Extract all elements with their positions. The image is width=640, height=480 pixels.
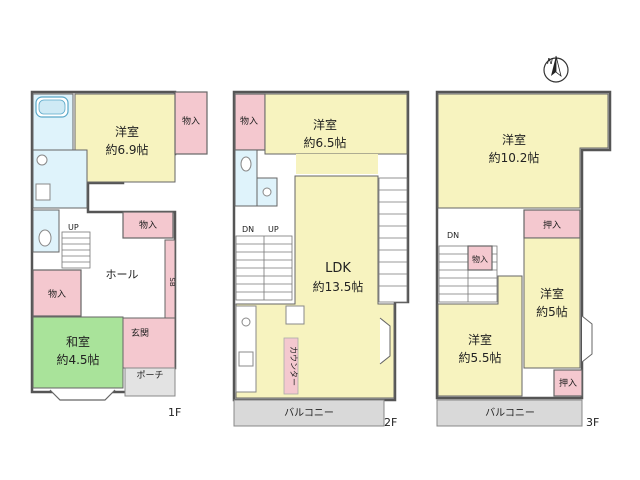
north-label: N [547, 57, 553, 66]
floor-1: 洋室 約6.9帖 物入 物入 UP ホール SB 物入 和室 約4.5帖 玄関 … [30, 90, 208, 419]
floor2-toilet-icon [240, 156, 252, 172]
floor2-ldk-label: LDK [325, 261, 351, 276]
floor1-western-room [74, 93, 176, 183]
floor1-japanese-room [32, 316, 124, 389]
floor1-shoe-box-label: SB [168, 277, 176, 286]
floor3-closet-top [523, 209, 581, 239]
floor1-level-label: 1F [168, 406, 181, 419]
floor2-ldk-bay [379, 317, 391, 365]
floor2-dn-label: DN [242, 225, 254, 234]
floor3-closet-bottom-label: 押入 [559, 377, 577, 389]
floor3-western-room-b-label: 洋室 [540, 286, 564, 301]
floor1-porch [124, 367, 176, 397]
floor1-storage-mid-label: 物入 [139, 219, 157, 231]
floor2-stove-icon [241, 317, 251, 327]
floor1-storage-left [32, 269, 82, 317]
floor3-closet-top-label: 押入 [543, 219, 561, 231]
floor-3: N 洋室 約10.2帖 押入 DN 物入 洋室 約5帖 洋室 約5.5帖 押入 … [435, 55, 612, 429]
floor3-western-room-a-label: 洋室 [502, 132, 526, 147]
floor2-sink-icon [262, 187, 272, 197]
floor3-bay [581, 315, 593, 363]
floor2-balcony-label: バルコニー [284, 407, 334, 419]
floor3-western-room-c-size: 約5.5帖 [458, 350, 501, 365]
floor3-storage-label: 物入 [472, 254, 488, 264]
floor2-kitchen-counter [235, 305, 257, 393]
floor2-ldk-size: 約13.5帖 [313, 279, 364, 294]
floor2-stairs-right [378, 177, 408, 303]
floor2-western-room [264, 93, 408, 155]
floor1-porch-label: ポーチ [136, 370, 163, 381]
floor3-storage [467, 245, 493, 271]
floor2-balcony [233, 399, 385, 427]
floor1-western-room-size: 約6.9帖 [105, 142, 148, 157]
floor3-western-room-c-label: 洋室 [468, 332, 492, 347]
floor2-western-room-label: 洋室 [313, 117, 337, 132]
floor3-level-label: 3F [586, 416, 599, 429]
floor-2: 物入 洋室 約6.5帖 DN UP LDK 約13.5帖 カウンター バルコニー… [232, 90, 410, 429]
floor2-western-room-ext [296, 154, 378, 174]
floor1-storage-top-label: 物入 [182, 115, 200, 127]
floor1-japanese-room-size: 約4.5帖 [56, 352, 99, 367]
floor2-storage-label: 物入 [240, 115, 258, 127]
floor2-up-label: UP [268, 225, 279, 234]
floor3-balcony [436, 399, 583, 427]
floor3-western-room-b-size: 約5帖 [536, 304, 568, 319]
floor3-western-room-b [523, 237, 581, 369]
floor2-storage [234, 93, 266, 151]
floor3-western-room-a [437, 93, 609, 209]
floor1-entrance-label: 玄関 [131, 327, 149, 339]
floor3-balcony-label: バルコニー [485, 407, 535, 419]
floor1-up-label: UP [68, 223, 79, 232]
floor1-japanese-room-label: 和室 [66, 334, 90, 349]
north-arrow-icon: N [543, 55, 569, 83]
floor2-counter-label: カウンター [289, 346, 298, 386]
toilet-icon [38, 229, 52, 247]
floor2-ldk [235, 175, 395, 399]
floor2-pillar [285, 305, 305, 325]
floor1-stairs [61, 231, 91, 269]
floor2-level-label: 2F [384, 416, 397, 429]
floor2-western-room-size: 約6.5帖 [303, 135, 346, 150]
floor1-storage-left-label: 物入 [48, 288, 66, 300]
floor1-bay-window [49, 389, 116, 401]
floor2-kitchen-sink-icon [238, 351, 254, 367]
floor3-western-room-a-size: 約10.2帖 [489, 150, 540, 165]
floor1-storage-top [174, 91, 208, 155]
floor1-storage-mid [122, 211, 174, 239]
floor3-western-room-c [437, 275, 523, 397]
washer-icon [35, 183, 51, 201]
floor2-stairs-left [235, 235, 293, 301]
floor1-hall-label: ホール [106, 268, 139, 281]
floor1-western-room-label: 洋室 [115, 124, 139, 139]
floor2-counter-bar [283, 337, 299, 395]
sink-icon [36, 154, 48, 166]
floor1-entrance [122, 317, 176, 369]
floor3-dn-label: DN [447, 231, 459, 240]
floor3-closet-bottom [553, 369, 583, 397]
